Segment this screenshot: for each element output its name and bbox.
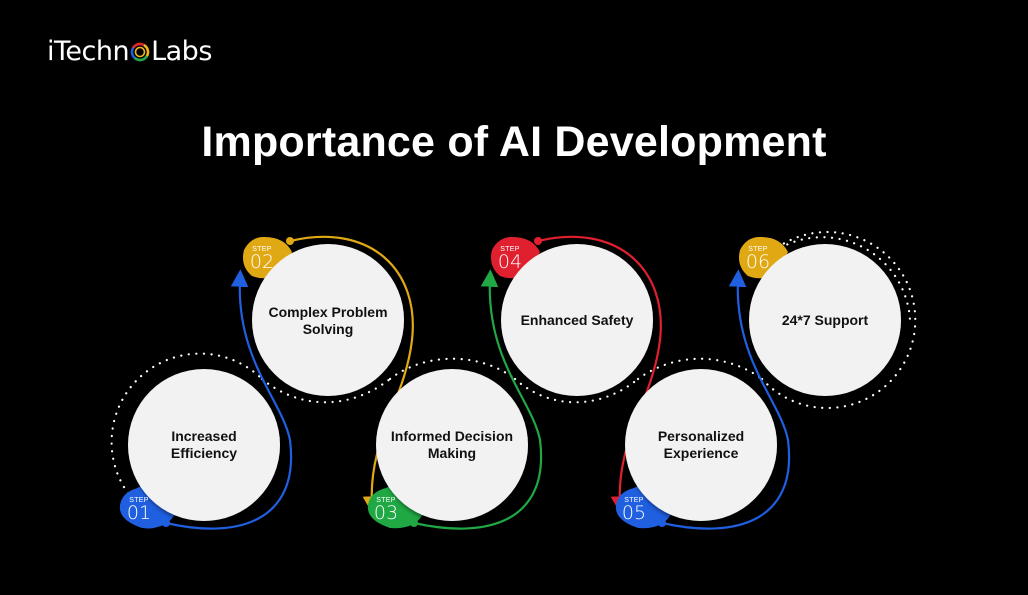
step-text-05: Personalized Experience: [636, 428, 766, 462]
step-text-line2: Making: [427, 445, 477, 461]
step-text-06: 24*7 Support: [760, 312, 890, 329]
step-text-02: Complex Problem Solving: [263, 304, 393, 338]
step-badge-04: STEP 04: [497, 246, 523, 272]
step-badge-06: STEP 06: [745, 246, 771, 272]
connector-01-02: [165, 269, 293, 530]
step-circle-04: [501, 244, 653, 396]
step-text-line1: Informed Decision: [390, 428, 514, 444]
step-text-line1: Increased: [171, 428, 237, 444]
step-word: STEP: [376, 497, 396, 504]
step-number: 04: [497, 251, 523, 273]
step-number: 05: [621, 502, 647, 524]
brand-name-prefix: iTechn: [47, 36, 130, 67]
step-badge-03: STEP 03: [373, 497, 399, 523]
page-title: Importance of AI Development: [201, 118, 827, 166]
brand-name-suffix: Labs: [151, 36, 212, 67]
step-word: STEP: [252, 246, 272, 253]
step-number: 01: [126, 502, 152, 524]
step-number: 06: [745, 251, 771, 273]
step-text-03: Informed Decision Making: [387, 428, 517, 462]
step-text-04: Enhanced Safety: [512, 312, 642, 329]
step-circle-03: [376, 369, 528, 521]
step-word: STEP: [129, 497, 149, 504]
connector-05-06: [661, 269, 791, 530]
step-badge-02: STEP 02: [249, 246, 275, 272]
step-text-line1: Complex Problem: [268, 304, 388, 320]
step-badge-01: STEP 01: [126, 497, 152, 523]
step-circle-02: [252, 244, 404, 396]
step-text-01: Increased Efficiency: [139, 428, 269, 462]
step-circle-06: [749, 244, 901, 396]
step-text-line2: Efficiency: [170, 445, 238, 461]
step-word: STEP: [624, 497, 644, 504]
brand-logo: iTechn Labs: [47, 36, 212, 67]
step-text-line1: 24*7 Support: [781, 312, 869, 328]
step-circle-05: [625, 369, 777, 521]
step-word: STEP: [500, 246, 520, 253]
step-number: 02: [249, 251, 275, 273]
brand-ring-icon: [130, 42, 150, 61]
step-text-line1: Personalized: [657, 428, 745, 444]
step-text-line2: Experience: [663, 445, 739, 461]
connector-03-04: [413, 269, 543, 530]
step-word: STEP: [748, 246, 768, 253]
step-circle-01: [128, 369, 280, 521]
step-text-line1: Enhanced Safety: [520, 312, 634, 328]
step-number: 03: [373, 502, 399, 524]
step-text-line2: Solving: [302, 321, 354, 337]
step-badge-05: STEP 05: [621, 497, 647, 523]
dotted-arcs: [110, 230, 917, 507]
